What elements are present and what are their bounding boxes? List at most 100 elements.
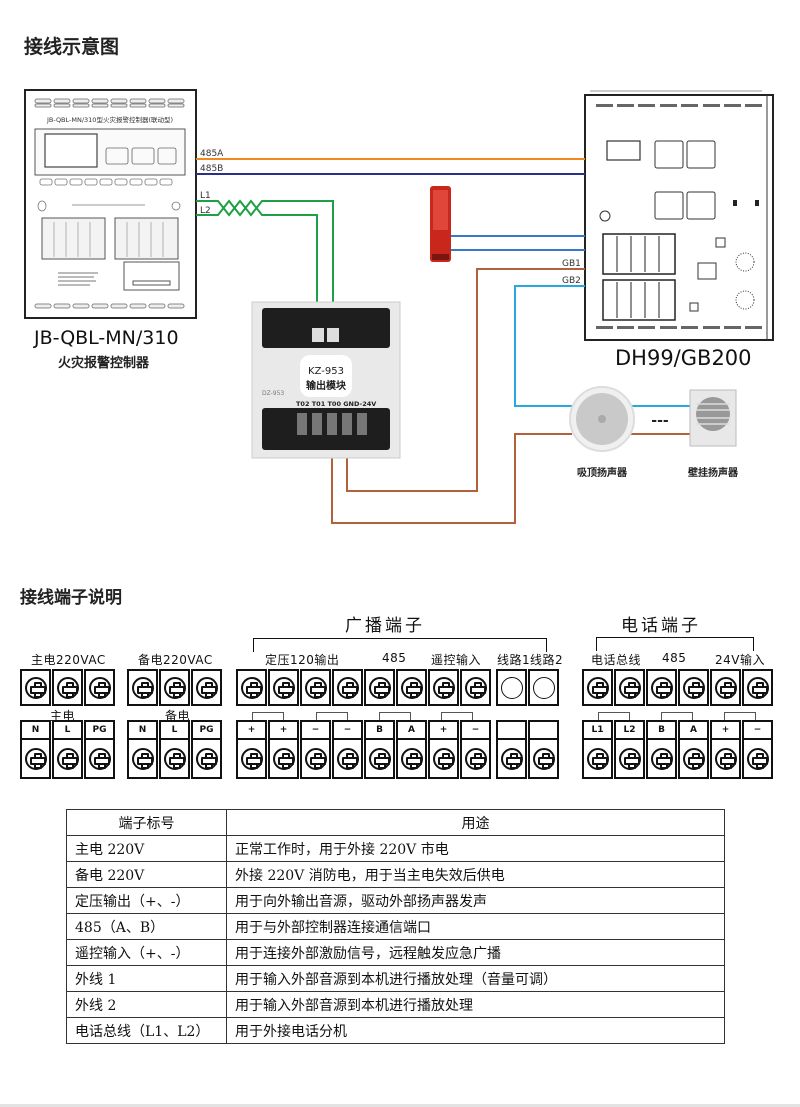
terminal-label: − [334,722,361,740]
screw-icon [432,676,455,699]
wire-l2 [196,199,318,335]
terminal: − [332,720,363,779]
terminal: L2 [614,720,645,779]
terminal: − [300,720,331,779]
controller-model: JB-QBL-MN/310 [33,327,179,349]
output-module [251,301,401,459]
wire-label-l2: L2 [200,206,211,216]
terminal: PG [191,720,222,779]
ceiling-speaker [569,386,635,452]
terminal: N [20,720,51,779]
broadcast-host-model: DH99/GB200 [615,346,752,370]
terminal [84,669,115,706]
screw-icon [400,676,423,699]
speaker-ellipsis: --- [651,413,669,429]
terminal-label: B [648,722,675,740]
terminal: B [364,720,395,779]
screw-icon [586,747,609,770]
screw-icon [336,676,359,699]
wire-gb1 [346,268,585,492]
broadcast-top-terminals [236,669,492,706]
terminal [614,669,645,706]
screw-icon [746,747,769,770]
terminal-id: 485（A、B） [66,913,227,940]
cv-output-label: 定压120输出 [265,653,340,667]
terminal-usage: 用于输入外部音源到本机进行播放处理 [226,991,725,1018]
screw-icon [650,747,673,770]
phone-top-terminals [582,669,774,706]
screw-icon [400,747,423,770]
screw-icon [500,747,523,770]
screw-icon [88,676,111,699]
terminal-id: 主电 220V [66,835,227,862]
table-row: 遥控输入（+、-）用于连接外部激励信号，远程触发应急广播 [66,939,725,966]
header-terminal-id: 端子标号 [66,809,227,836]
main-power-label: 主电220VAC [31,653,106,667]
terminal [52,669,83,706]
terminal [460,669,491,706]
screw-icon [163,676,186,699]
screw-icon [714,747,737,770]
broadcast-bracket [253,638,547,652]
screw-icon [464,747,487,770]
terminal-id: 外线 1 [66,965,227,992]
terminal [710,669,741,706]
phone-bracket [596,637,754,651]
terminal-id: 电话总线（L1、L2） [66,1017,227,1044]
terminal: A [678,720,709,779]
terminal-label [498,722,525,740]
terminal-label: L1 [584,722,611,740]
pair-bracket [661,712,693,721]
pair-bracket [252,712,284,721]
screw-icon [24,676,47,699]
screw-icon [304,747,327,770]
terminal: L1 [582,720,613,779]
terminal-usage: 用于外接电话分机 [226,1017,725,1044]
terminal-usage: 用于输入外部音源到本机进行播放处理（音量可调） [226,965,725,992]
controller-panel-title: JB-QBL-MN/310型火灾报警控制器(联动型) [46,115,173,124]
terminal-label [530,722,557,740]
screw-icon [336,747,359,770]
screw-icon [272,676,295,699]
terminal-label: + [270,722,297,740]
terminal: N [127,720,158,779]
terminal-id: 备电 220V [66,861,227,888]
terminal [159,669,190,706]
main-power-top-terminals [20,669,116,706]
terminal: PG [84,720,115,779]
backup-power-label: 备电220VAC [138,653,213,667]
screw-icon [131,747,154,770]
screw-icon [56,747,79,770]
screw-icon [682,747,705,770]
terminal [236,669,267,706]
terminal [496,720,527,779]
remote-input-label: 遥控输入 [431,653,482,667]
wall-speaker-label: 壁挂扬声器 [688,466,739,479]
terminal [582,669,613,706]
backup-power-bottom-terminals: N L PG [127,720,223,779]
pair-bracket [441,712,473,721]
wire-label-gb2: GB2 [562,276,581,286]
terminal-label: PG [193,722,220,740]
table-row: 定压输出（+、-）用于向外输出音源，驱动外部扬声器发声 [66,887,725,914]
screw-icon [304,676,327,699]
terminal-label: B [366,722,393,740]
ceiling-speaker-label: 吸顶扬声器 [577,466,628,479]
line1-label: 线路1 [497,653,531,667]
module-side-tag: DZ-953 [262,390,284,397]
terminal-label: L [161,722,188,740]
phone-bus-label: 电话总线 [591,653,642,667]
header-usage: 用途 [226,809,725,836]
terminal-label: − [462,722,489,740]
fire-phone-jack [430,186,451,262]
screw-icon [682,676,705,699]
terminal-label: L [54,722,81,740]
broadcast-bottom-terminals: + + − − B A + − [236,720,492,779]
terminal [528,720,559,779]
terminal [127,669,158,706]
terminal-label: − [302,722,329,740]
terminal-label: PG [86,722,113,740]
terminal: B [646,720,677,779]
screw-icon [368,676,391,699]
